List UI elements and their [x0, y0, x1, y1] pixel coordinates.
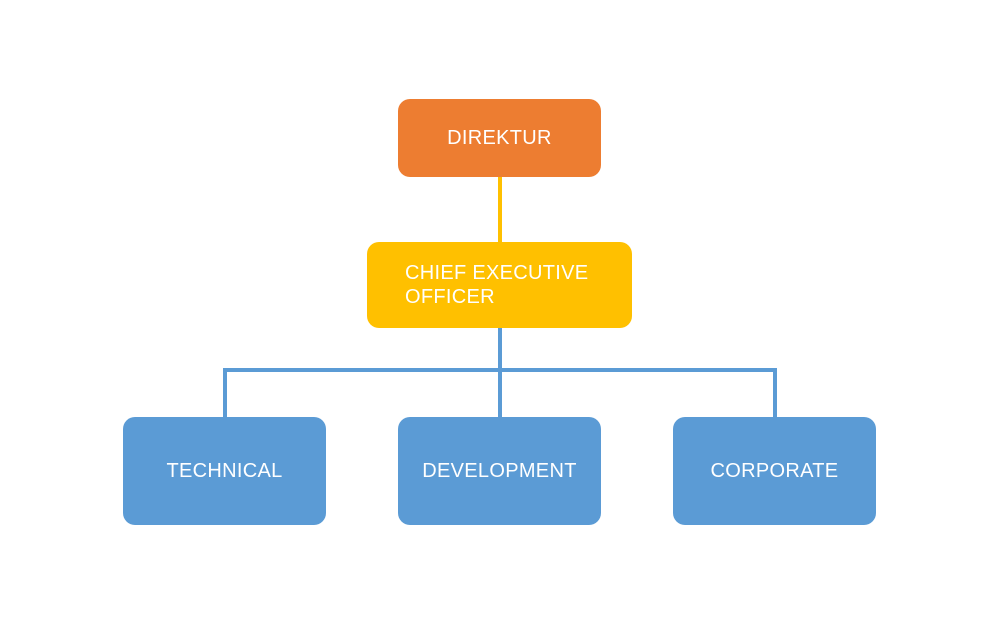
connector-ceo-corporate	[500, 368, 777, 417]
node-corporate: CORPORATE	[673, 417, 876, 525]
node-technical: TECHNICAL	[123, 417, 326, 525]
node-direktur: DIREKTUR	[398, 99, 601, 177]
node-direktur-label: DIREKTUR	[447, 126, 552, 149]
node-chief-executive-officer: CHIEF EXECUTIVE OFFICER	[367, 242, 632, 328]
node-development: DEVELOPMENT	[398, 417, 601, 525]
connector-ceo-technical	[223, 328, 502, 417]
node-ceo-label: CHIEF EXECUTIVE OFFICER	[405, 262, 589, 308]
node-development-label: DEVELOPMENT	[422, 459, 577, 482]
node-corporate-label: CORPORATE	[710, 459, 839, 482]
connector-ceo-departments	[223, 328, 777, 417]
node-technical-label: TECHNICAL	[166, 459, 283, 482]
